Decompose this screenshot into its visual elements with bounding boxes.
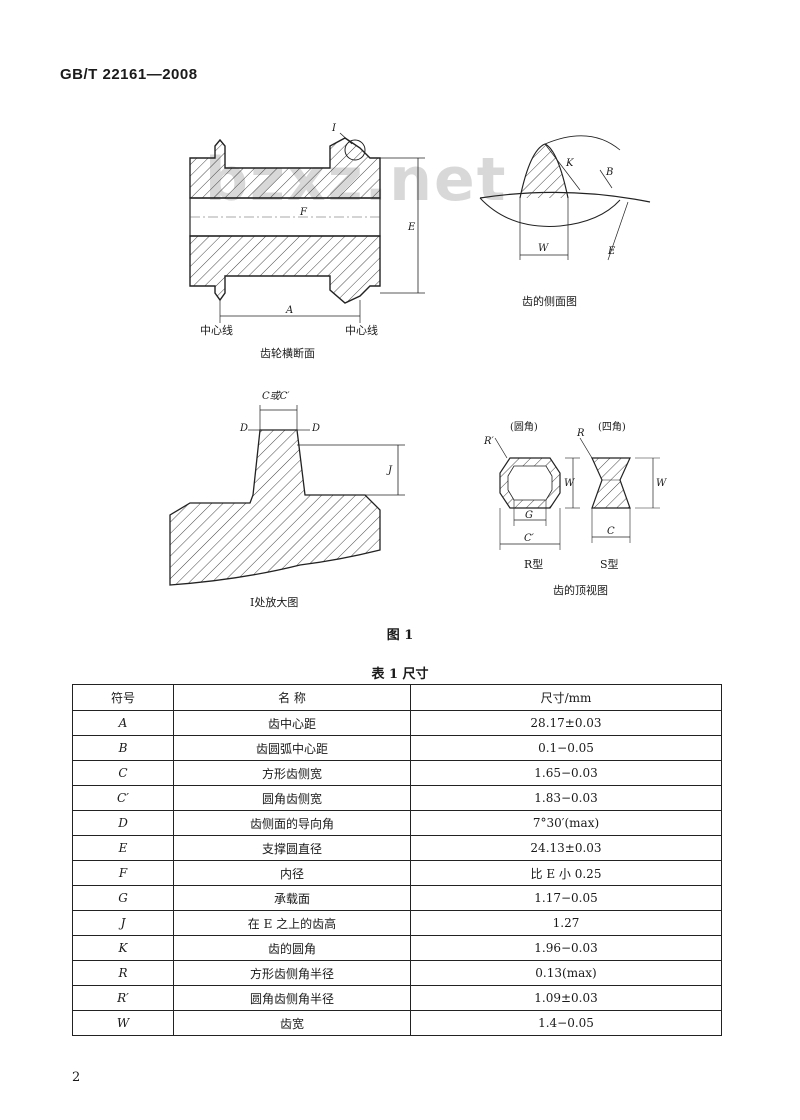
label-R-prime: R′ <box>483 436 495 447</box>
gear-cross-section-drawing: I E F A <box>189 123 425 323</box>
figure-title: 图 1 <box>386 628 414 643</box>
cell-name: 齿圆弧中心距 <box>173 735 411 761</box>
label-E: E <box>407 222 416 233</box>
label-G: G <box>525 510 533 521</box>
cell-symbol: C <box>72 760 174 786</box>
label-S-type: S型 <box>600 558 619 571</box>
cell-name: 齿中心距 <box>173 710 411 736</box>
cell-symbol: R′ <box>72 985 174 1011</box>
cell-symbol: D <box>72 810 174 836</box>
cell-symbol: C′ <box>72 785 174 811</box>
cell-name: 承载面 <box>173 885 411 911</box>
cell-name: 支撑圆直径 <box>173 835 411 861</box>
label-W-S: W <box>656 478 667 489</box>
cell-value: 24.13±0.03 <box>410 835 722 861</box>
cell-symbol: E <box>72 835 174 861</box>
cell-symbol: W <box>72 1010 174 1036</box>
center-line-right-label: 中心线 <box>345 324 378 337</box>
tooth-top-view-drawing: R′ (圆角) G C′ W R (四角) C W <box>483 421 667 550</box>
label-I: I <box>331 123 337 134</box>
label-A: A <box>285 305 293 316</box>
table-header-row: 符号 名 称 尺寸/mm <box>72 684 722 711</box>
detail-I-drawing: C或C′ D D J <box>169 390 405 586</box>
cell-symbol: B <box>72 735 174 761</box>
label-D-right: D <box>311 423 320 434</box>
cell-value: 1.83−0.03 <box>410 785 722 811</box>
label-W-side: W <box>538 243 549 254</box>
cell-value: 比 E 小 0.25 <box>410 860 722 886</box>
label-round-corner: (圆角) <box>510 421 538 433</box>
cell-name: 齿宽 <box>173 1010 411 1036</box>
cell-value: 7°30′(max) <box>410 810 722 836</box>
caption-cross-section: 齿轮横断面 <box>260 347 315 360</box>
cell-value: 1.27 <box>410 910 722 936</box>
header-symbol: 符号 <box>72 684 174 711</box>
cell-name: 在 E 之上的齿高 <box>173 910 411 936</box>
label-K: K <box>565 158 574 169</box>
standard-code: GB/T 22161—2008 <box>60 66 198 83</box>
label-C-prime: C′ <box>524 533 535 544</box>
cell-value: 1.4−0.05 <box>410 1010 722 1036</box>
caption-detail-I: I处放大图 <box>250 596 299 609</box>
cell-value: 28.17±0.03 <box>410 710 722 736</box>
cell-symbol: G <box>72 885 174 911</box>
page-number: 2 <box>72 1070 81 1085</box>
cell-value: 1.17−0.05 <box>410 885 722 911</box>
tooth-side-view-drawing: K B E W <box>479 135 651 261</box>
label-J: J <box>386 465 393 476</box>
cell-name: 方形齿侧角半径 <box>173 960 411 986</box>
cell-value: 1.65−0.03 <box>410 760 722 786</box>
header-name: 名 称 <box>173 684 411 711</box>
cell-symbol: K <box>72 935 174 961</box>
cell-name: 齿的圆角 <box>173 935 411 961</box>
cell-symbol: R <box>72 960 174 986</box>
label-square-corner: (四角) <box>598 421 626 433</box>
cell-value: 1.09±0.03 <box>410 985 722 1011</box>
label-C: C <box>607 526 615 537</box>
label-B: B <box>605 167 613 178</box>
caption-top-view: 齿的顶视图 <box>553 584 608 597</box>
header-value: 尺寸/mm <box>410 684 722 711</box>
label-R-type: R型 <box>524 558 544 571</box>
cell-symbol: F <box>72 860 174 886</box>
cell-name: 圆角齿侧角半径 <box>173 985 411 1011</box>
cell-name: 内径 <box>173 860 411 886</box>
cell-value: 0.13(max) <box>410 960 722 986</box>
table-title: 表 1 尺寸 <box>371 667 429 682</box>
cell-value: 1.96−0.03 <box>410 935 722 961</box>
cell-symbol: A <box>72 710 174 736</box>
cell-name: 方形齿侧宽 <box>173 760 411 786</box>
label-C-or-C-prime: C或C′ <box>262 390 290 402</box>
label-R: R <box>576 428 585 439</box>
label-W-R: W <box>564 478 575 489</box>
cell-name: 齿侧面的导向角 <box>173 810 411 836</box>
caption-tooth-side: 齿的侧面图 <box>522 295 577 308</box>
label-F: F <box>299 207 308 218</box>
cell-symbol: J <box>72 910 174 936</box>
label-D-left: D <box>239 423 248 434</box>
cell-name: 圆角齿侧宽 <box>173 785 411 811</box>
label-E-side: E <box>607 246 616 257</box>
cell-value: 0.1−0.05 <box>410 735 722 761</box>
center-line-left-label: 中心线 <box>200 324 233 337</box>
